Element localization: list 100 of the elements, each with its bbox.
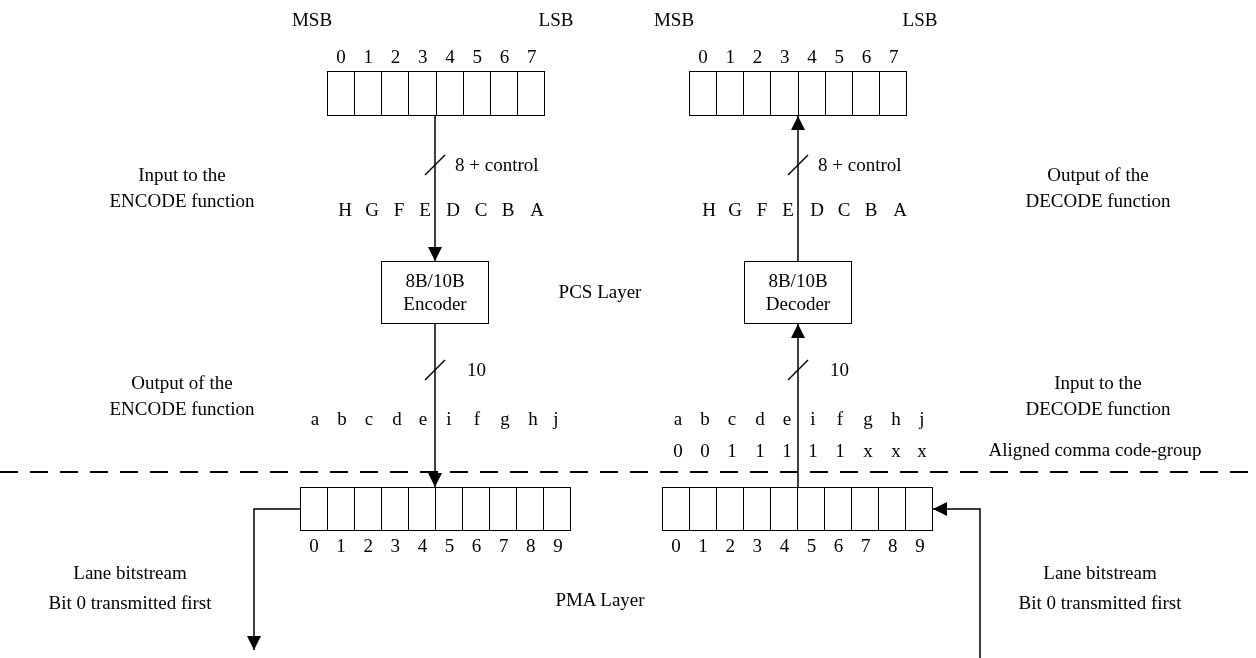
- bit-name: d: [755, 407, 765, 432]
- bit-name: C: [837, 198, 851, 223]
- bit-number: 7: [860, 534, 871, 559]
- arrow: [428, 323, 442, 488]
- bit-number: 5: [444, 534, 455, 559]
- process-box: 8B/10B Decoder: [744, 261, 852, 324]
- arrow: [247, 508, 301, 651]
- bit-value: 0: [700, 439, 710, 464]
- bit-number: 6: [471, 534, 482, 559]
- note-text: Aligned comma code-group: [988, 438, 1202, 463]
- bit-number: 5: [472, 45, 482, 70]
- bit-number: 1: [336, 534, 346, 559]
- bit-number: 5: [834, 45, 844, 70]
- bit-name: h: [891, 407, 901, 432]
- bit-name: B: [864, 198, 878, 223]
- bit-name: G: [728, 198, 742, 223]
- bit-name: G: [365, 198, 379, 223]
- note-text: Output of the ENCODE function: [108, 371, 256, 421]
- bit-name: f: [836, 407, 844, 432]
- bit-name: H: [702, 198, 716, 223]
- arrow: [791, 115, 805, 262]
- bit-number: 1: [698, 534, 708, 559]
- bit-name: f: [473, 407, 481, 432]
- bit-number: 2: [390, 45, 401, 70]
- bit-value: x: [917, 439, 927, 464]
- bit-number: 6: [861, 45, 872, 70]
- bit-number: 3: [752, 534, 763, 559]
- bit-name: e: [782, 407, 792, 432]
- bit-name: C: [474, 198, 488, 223]
- bit-name: b: [337, 407, 347, 432]
- bit-value: 1: [727, 439, 737, 464]
- bit-name: H: [338, 198, 352, 223]
- bit-name: B: [501, 198, 515, 223]
- bit-number: 2: [725, 534, 735, 559]
- note-text: Bit 0 transmitted first: [1018, 591, 1182, 616]
- bit-number: 1: [363, 45, 373, 70]
- bit-value: 0: [673, 439, 683, 464]
- bit-number: 4: [807, 45, 817, 70]
- bit-number: 4: [779, 534, 790, 559]
- bit-number: 4: [417, 534, 428, 559]
- bit-name: d: [392, 407, 402, 432]
- bit-value: x: [863, 439, 873, 464]
- bit-number: 0: [698, 45, 708, 70]
- bit-number: 3: [418, 45, 428, 70]
- bit-value: 1: [755, 439, 765, 464]
- bit-number: 7: [889, 45, 899, 70]
- bit-number: 8: [526, 534, 536, 559]
- bit-name: g: [863, 407, 873, 432]
- bit-name: b: [700, 407, 710, 432]
- bit-value: 1: [835, 439, 845, 464]
- bit-name: j: [919, 407, 925, 432]
- arrow: [428, 115, 442, 262]
- register-box: [327, 71, 545, 116]
- bit-number: 9: [553, 534, 563, 559]
- bit-name: h: [528, 407, 538, 432]
- bit-name: a: [673, 407, 683, 432]
- bit-name: i: [446, 407, 452, 432]
- bit-number: 4: [445, 45, 455, 70]
- bit-name: E: [782, 198, 794, 223]
- bit-number: 9: [915, 534, 925, 559]
- note-text: Input to the DECODE function: [1024, 371, 1172, 421]
- layer-label: PCS Layer: [558, 280, 642, 305]
- bit-name: c: [727, 407, 737, 432]
- bit-name: D: [446, 198, 460, 223]
- note-text: Input to the ENCODE function: [108, 163, 256, 213]
- bit-name: A: [530, 198, 544, 223]
- register-box: [689, 71, 907, 116]
- bit-order-label: LSB: [902, 8, 938, 33]
- process-box: 8B/10B Encoder: [381, 261, 489, 324]
- note-text: Output of the DECODE function: [1024, 163, 1172, 213]
- bit-number: 6: [833, 534, 844, 559]
- note-text: Bit 0 transmitted first: [48, 591, 212, 616]
- bit-number: 3: [780, 45, 790, 70]
- bit-order-label: MSB: [291, 8, 333, 33]
- bit-name: D: [810, 198, 824, 223]
- note-text: Lane bitstream: [73, 561, 187, 586]
- bit-number: 0: [671, 534, 681, 559]
- bit-number: 7: [498, 534, 509, 559]
- bit-order-label: MSB: [653, 8, 695, 33]
- bit-number: 7: [527, 45, 537, 70]
- bit-number: 6: [499, 45, 510, 70]
- bit-name: F: [756, 198, 768, 223]
- bit-value: 1: [808, 439, 818, 464]
- bit-name: i: [810, 407, 816, 432]
- bit-name: a: [310, 407, 320, 432]
- register-box: [300, 487, 571, 531]
- bit-name: E: [419, 198, 431, 223]
- bit-value: x: [891, 439, 901, 464]
- bit-number: 8: [888, 534, 898, 559]
- note-text: Lane bitstream: [1043, 561, 1157, 586]
- layer-label: PMA Layer: [555, 588, 645, 613]
- bit-number: 1: [725, 45, 735, 70]
- bit-value: 1: [782, 439, 792, 464]
- bit-order-label: LSB: [538, 8, 574, 33]
- arrow: [791, 323, 805, 488]
- arrow: [932, 502, 981, 658]
- bit-name: A: [893, 198, 907, 223]
- register-box: [662, 487, 933, 531]
- bit-number: 2: [363, 534, 373, 559]
- bit-name: g: [500, 407, 510, 432]
